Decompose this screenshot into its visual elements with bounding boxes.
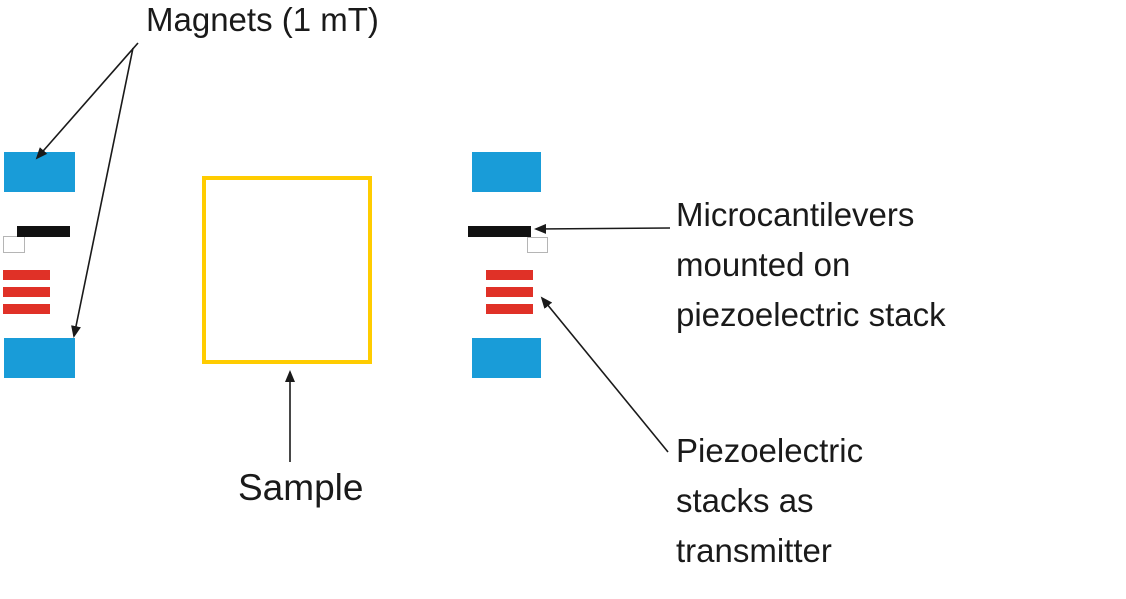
arrow-to-top-magnet	[35, 42, 139, 160]
sample-box	[202, 176, 372, 364]
piezo-bar	[486, 304, 533, 314]
piezo-bar	[3, 270, 50, 280]
arrow-to-bottom-magnet	[71, 47, 134, 338]
microcantilever-left	[17, 226, 70, 237]
piezo-bar	[3, 304, 50, 314]
microcantilever-right	[468, 226, 531, 237]
magnet-right-bottom	[472, 338, 541, 378]
magnet-left-top	[4, 152, 75, 192]
arrow-to-piezo-stack	[540, 296, 669, 453]
piezo-bar	[486, 287, 533, 297]
magnets-label: Magnets (1 mT)	[146, 1, 379, 38]
magnet-right-top	[472, 152, 541, 192]
arrow-to-microcantilever	[534, 223, 671, 234]
piezo-transmitter-label: Piezoelectric stacks as transmitter	[676, 432, 864, 569]
piezo-bar	[486, 270, 533, 280]
cantilever-mount-right	[527, 237, 548, 253]
cantilever-mount-left	[3, 236, 25, 253]
sample-label: Sample	[238, 467, 364, 508]
microcantilevers-label: Microcantilevers mounted on piezoelectri…	[676, 196, 946, 333]
piezo-bar	[3, 287, 50, 297]
piezo-stack-right	[486, 270, 533, 314]
piezo-stack-left	[3, 270, 50, 314]
magnet-left-bottom	[4, 338, 75, 378]
